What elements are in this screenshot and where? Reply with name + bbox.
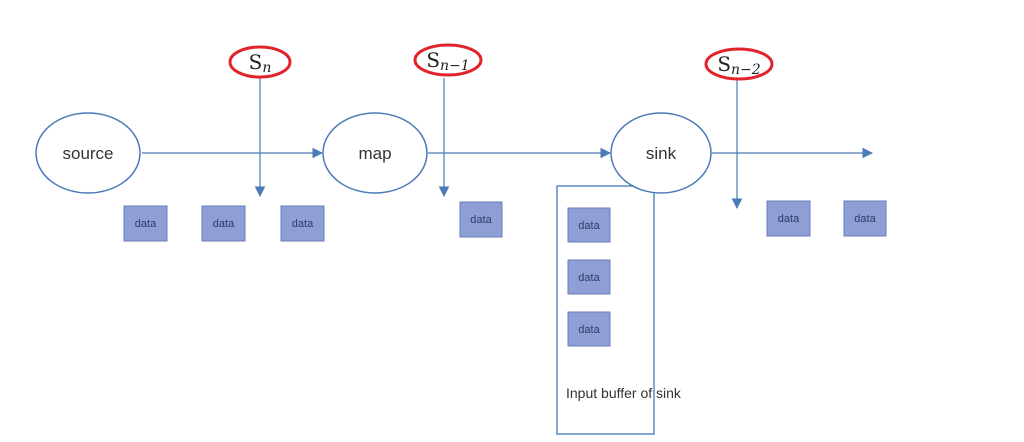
data-packet-label: data <box>135 218 157 230</box>
data-packet: data <box>201 205 246 242</box>
buffered-data-packet: data <box>567 207 611 243</box>
barrier-marker-sn-1: Sn−1 <box>413 43 483 77</box>
barrier-marker-sn-2: Sn−2 <box>704 47 774 81</box>
node-sink-label: sink <box>646 144 677 163</box>
svg-text:Sn−2: Sn−2 <box>717 52 760 78</box>
buffered-data-packet: data <box>567 311 611 347</box>
barrier-sn-base: S <box>249 50 263 74</box>
data-packet: data <box>459 201 503 238</box>
barrier-sn-2-base: S <box>717 52 731 76</box>
node-source-label: source <box>62 144 113 163</box>
node-map: map <box>322 112 428 194</box>
data-packet: data <box>843 200 887 237</box>
buffered-data-packet: data <box>567 259 611 295</box>
data-packet: data <box>766 200 811 237</box>
buffered-data-packet-label: data <box>578 220 600 232</box>
node-source: source <box>35 112 141 194</box>
data-packet-label: data <box>292 218 314 230</box>
barrier-sn-2-sub: n−2 <box>731 62 761 78</box>
svg-text:Sn−1: Sn−1 <box>426 48 469 74</box>
data-packet: data <box>123 205 168 242</box>
barrier-marker-sn: Sn <box>228 45 292 79</box>
data-packet-label: data <box>778 213 800 225</box>
data-packet: data <box>280 205 325 242</box>
barrier-sn-sub: n <box>262 60 271 76</box>
data-packet-label: data <box>213 218 235 230</box>
buffered-data-packet-label: data <box>578 272 600 284</box>
data-packet-label: data <box>470 214 492 226</box>
node-map-label: map <box>358 144 391 163</box>
barrier-sn-1-base: S <box>426 48 440 72</box>
sink-input-buffer-label: Input buffer of sink <box>566 385 682 401</box>
svg-text:Sn: Sn <box>249 50 272 76</box>
sink-input-buffer <box>556 185 655 435</box>
data-packet-label: data <box>854 213 876 225</box>
node-sink: sink <box>610 112 712 194</box>
barrier-sn-1-sub: n−1 <box>440 58 470 74</box>
buffered-data-packet-label: data <box>578 324 600 336</box>
